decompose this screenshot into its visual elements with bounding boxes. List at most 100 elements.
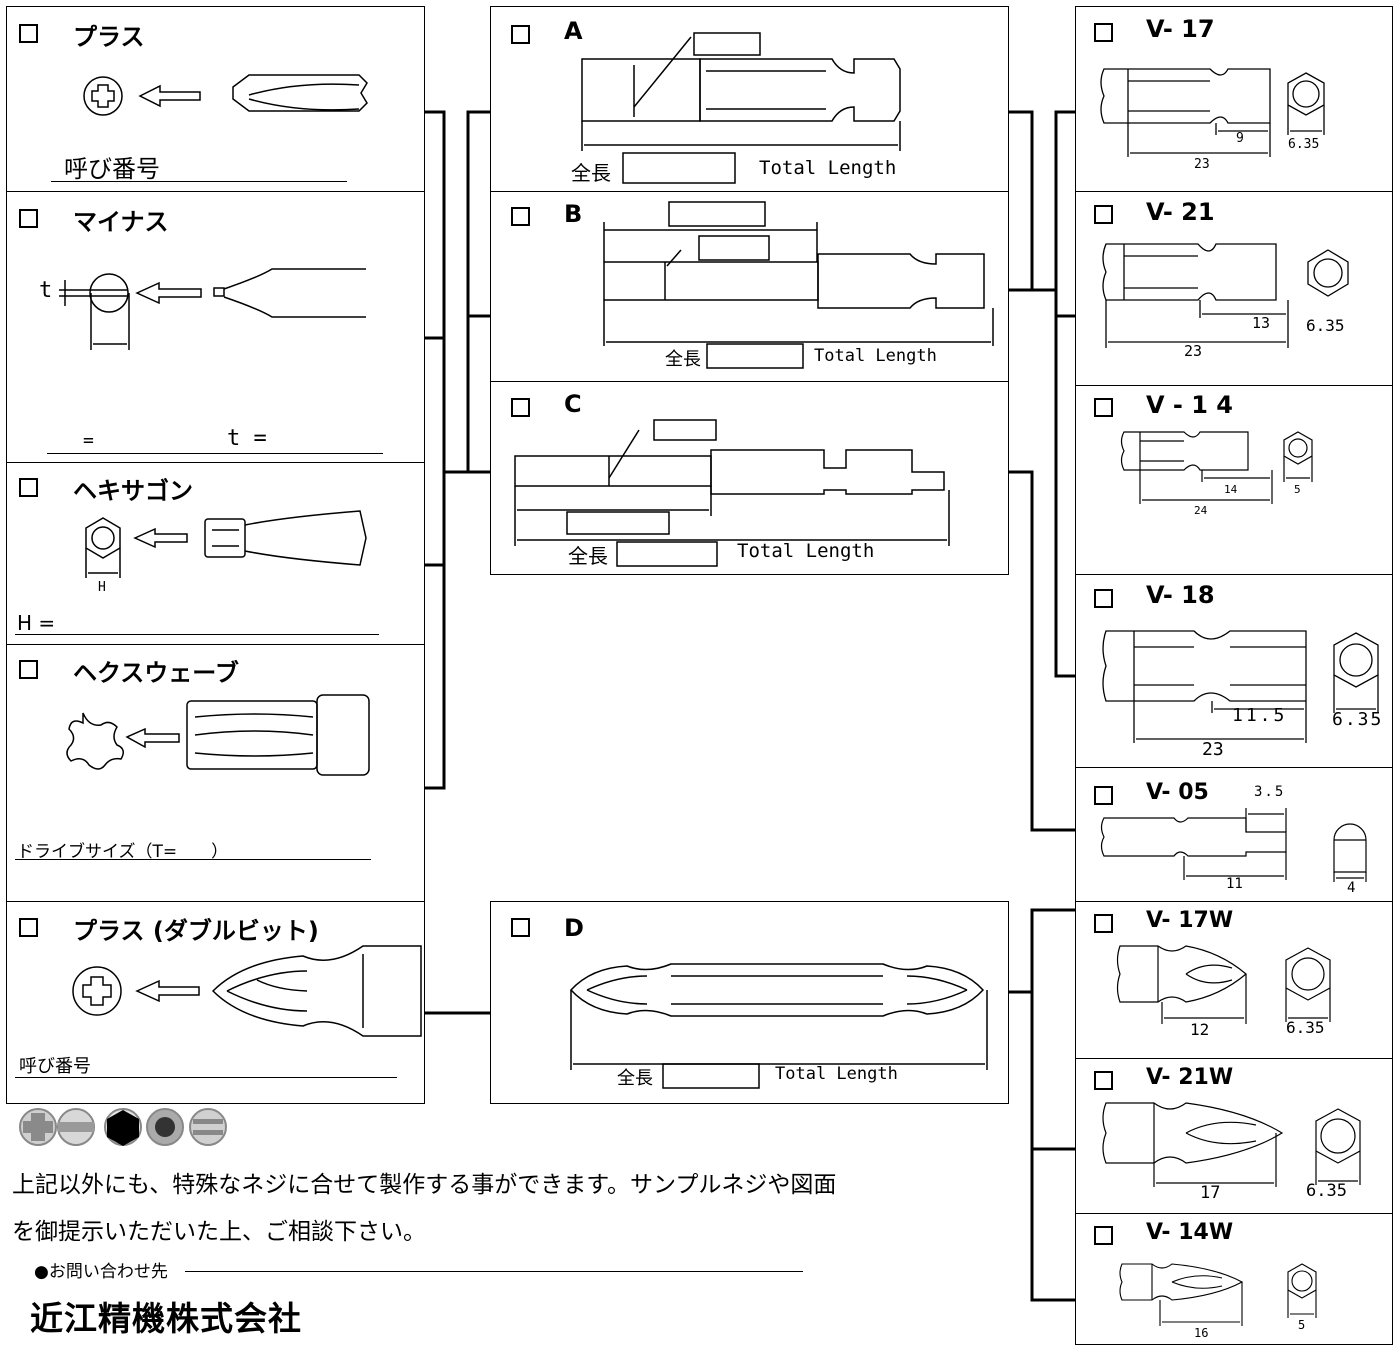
v14-box: V - 1 4 14 24 5 — [1075, 385, 1393, 575]
double-box: プラス (ダブルビット) 呼び番号 — [6, 901, 425, 1104]
v14w-box: V- 14W 16 5 — [1075, 1213, 1393, 1345]
company-name: 近江精機株式会社 — [30, 1299, 302, 1338]
plus-title: プラス — [73, 23, 145, 51]
minus-width-eq: = — [83, 430, 94, 451]
type-d-drawing — [569, 963, 988, 1089]
double-nominal-label: 呼び番号 — [19, 1056, 91, 1077]
type-b-box: B 全長 Total Length — [490, 191, 1009, 382]
v14-dim-2: 24 — [1194, 504, 1208, 517]
type-c-total-jp: 全長 — [568, 544, 608, 568]
type-d-total-jp: 全長 — [617, 1068, 653, 1089]
v17w-title: V- 17W — [1146, 908, 1234, 933]
v05-dim-1: 3.5 — [1254, 784, 1286, 800]
v17w-checkbox[interactable] — [1094, 914, 1113, 933]
v14w-drawing — [1119, 1263, 1317, 1326]
v18-dim-3: 6.35 — [1332, 709, 1384, 730]
v21-box: V- 21 13 23 6.35 — [1075, 191, 1393, 386]
type-a-checkbox[interactable] — [511, 25, 530, 44]
type-d-checkbox[interactable] — [511, 918, 530, 937]
v17-dim-1: 9 — [1236, 131, 1244, 146]
type-a-drawing — [581, 32, 901, 184]
v17w-box: V- 17W 12 6.35 — [1075, 901, 1393, 1059]
type-a-total-jp: 全長 — [571, 161, 611, 185]
v21w-title: V- 21W — [1146, 1065, 1234, 1090]
v14-drawing — [1120, 431, 1313, 504]
v05-checkbox[interactable] — [1094, 786, 1113, 805]
v18-dim-1: 11.5 — [1232, 705, 1288, 726]
phillips-drawing — [83, 74, 368, 116]
v21-title: V- 21 — [1146, 198, 1215, 226]
v17w-dim-2: 6.35 — [1286, 1018, 1325, 1037]
hexwave-drive-size: ドライブサイズ（T= ） — [17, 842, 229, 862]
minus-checkbox[interactable] — [19, 209, 38, 228]
plus-checkbox[interactable] — [19, 24, 38, 43]
hex-checkbox[interactable] — [19, 478, 38, 497]
contact-rule — [185, 1271, 803, 1272]
minus-t-mark: t — [39, 278, 53, 303]
v21-dim-3: 6.35 — [1306, 316, 1345, 335]
v18-dim-2: 23 — [1202, 739, 1224, 760]
type-a-box: A 全長 Total Length — [490, 6, 1009, 192]
v21w-checkbox[interactable] — [1094, 1071, 1113, 1090]
type-b-title: B — [564, 200, 583, 228]
type-a-total-en: Total Length — [759, 157, 897, 179]
v05-box: V- 05 3.5 11 4 — [1075, 767, 1393, 902]
type-c-total-en: Total Length — [737, 540, 875, 562]
v21w-box: V- 21W 17 6.35 — [1075, 1058, 1393, 1214]
v21w-dim-1: 17 — [1200, 1183, 1221, 1203]
plus-box: プラス 呼び番号 — [6, 6, 425, 192]
v21-dim-1: 13 — [1252, 314, 1271, 332]
hex-h-mark: H — [98, 580, 106, 595]
hexwave-box: ヘクスウェーブ ドライブサイズ（T= ） — [6, 644, 425, 902]
v05-title: V- 05 — [1146, 780, 1209, 805]
type-a-title: A — [564, 17, 583, 45]
minus-thickness-eq: t = — [227, 426, 267, 451]
hex-title: ヘキサゴン — [73, 477, 193, 505]
v05-dim-3: 4 — [1347, 880, 1356, 896]
hex-drawing — [85, 510, 367, 578]
v17w-drawing — [1116, 945, 1331, 1024]
type-c-drawing — [514, 419, 950, 567]
type-c-checkbox[interactable] — [511, 398, 530, 417]
v17-dim-3: 6.35 — [1288, 137, 1320, 152]
v21w-dim-2: 6.35 — [1306, 1181, 1347, 1201]
note-line-1: 上記以外にも、特殊なネジに合せて製作する事ができます。サンプルネジや図面 — [12, 1172, 837, 1198]
type-d-box: D 全長 Total Length — [490, 901, 1009, 1104]
v14w-dim-1: 16 — [1194, 1326, 1209, 1340]
hex-box: ヘキサゴン H H = — [6, 462, 425, 645]
v21w-drawing — [1102, 1102, 1361, 1187]
v21-drawing — [1102, 243, 1349, 348]
v21-checkbox[interactable] — [1094, 205, 1113, 224]
v14-title: V - 1 4 — [1146, 391, 1233, 419]
v18-box: V- 18 11.5 23 6.35 — [1075, 574, 1393, 768]
v17-checkbox[interactable] — [1094, 23, 1113, 42]
v05-drawing — [1100, 808, 1367, 882]
hexwave-checkbox[interactable] — [19, 660, 38, 679]
v21-dim-2: 23 — [1184, 342, 1203, 360]
v14w-checkbox[interactable] — [1094, 1226, 1113, 1245]
double-phillips-drawing — [72, 945, 422, 1037]
v14-dim-3: 5 — [1294, 483, 1301, 496]
double-title: プラス (ダブルビット) — [73, 917, 319, 945]
v17w-dim-1: 12 — [1190, 1020, 1210, 1039]
type-b-drawing — [603, 201, 994, 369]
v14-checkbox[interactable] — [1094, 398, 1113, 417]
type-b-total-en: Total Length — [814, 346, 937, 366]
minus-title: マイナス — [73, 208, 169, 236]
minus-box: マイナス t = t = — [6, 191, 425, 463]
type-b-checkbox[interactable] — [511, 207, 530, 226]
v18-drawing — [1102, 630, 1379, 743]
type-c-title: C — [564, 390, 582, 418]
v18-checkbox[interactable] — [1094, 589, 1113, 608]
slotted-drawing — [59, 268, 366, 350]
v14w-dim-2: 5 — [1298, 1318, 1306, 1332]
v05-dim-2: 11 — [1226, 876, 1243, 892]
contact-label: ●お問い合わせ先 — [34, 1262, 168, 1282]
type-c-box: C 全長 Total Length — [490, 381, 1009, 575]
hexwave-title: ヘクスウェーブ — [73, 659, 239, 687]
type-b-total-jp: 全長 — [665, 349, 701, 370]
hex-h-field: H = — [17, 611, 56, 635]
v14-dim-1: 14 — [1224, 483, 1238, 496]
double-checkbox[interactable] — [19, 918, 38, 937]
